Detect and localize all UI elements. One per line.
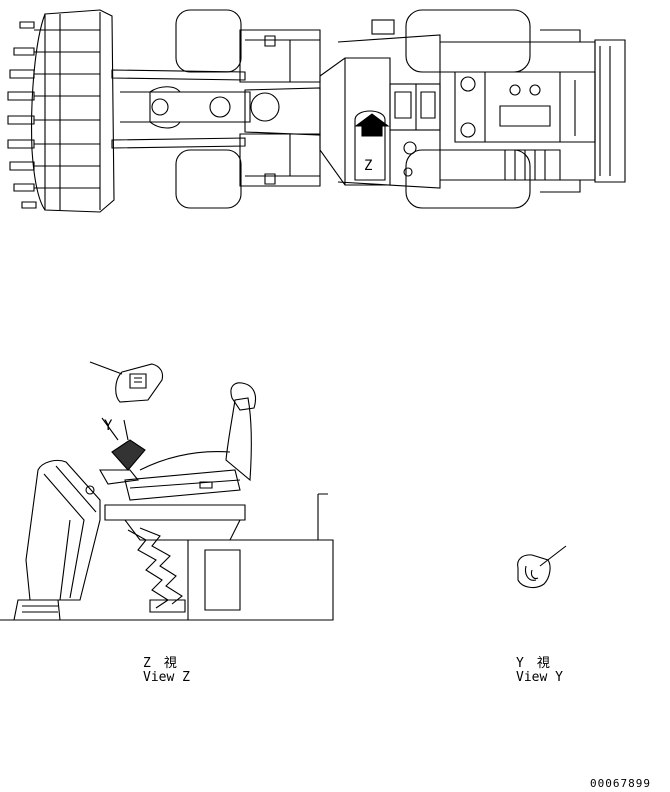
- rear-left-tire: [405, 9, 531, 73]
- front-right-tire: [175, 149, 242, 209]
- rear-right-tire: [405, 149, 531, 209]
- view-y-detail: [517, 545, 567, 589]
- operator-seat-outline: [354, 110, 386, 181]
- pointer-marker-y: Y: [104, 418, 113, 434]
- steering-tower: [13, 459, 101, 621]
- view-z-caption-en: View Z: [143, 670, 190, 685]
- cab-floor-panel: [389, 83, 441, 131]
- counterweight: [594, 39, 626, 183]
- view-y-caption-jp: Y 視: [516, 656, 550, 671]
- view-z-caption-jp: Z 視: [143, 656, 177, 671]
- view-z-side-drawing: [0, 361, 334, 621]
- rear-frame: [440, 29, 626, 193]
- cab-area: [319, 19, 441, 189]
- front-frame: [239, 29, 321, 187]
- lift-arms: [111, 69, 280, 149]
- tower-base: [13, 599, 61, 621]
- wheel-loader-top-view: [7, 9, 626, 213]
- rear-console: [187, 493, 334, 621]
- operator-seat: [124, 382, 257, 501]
- bucket: [7, 9, 115, 213]
- front-left-tire: [175, 9, 242, 73]
- view-y-caption-en: View Y: [516, 670, 563, 685]
- seat-suspension: [104, 504, 246, 613]
- armrest-control: [99, 439, 146, 485]
- arrow-marker-z: Z: [364, 158, 372, 174]
- drawing-number: 00067899: [590, 777, 651, 790]
- monitor-panel-detail: [89, 361, 164, 403]
- view-y-pointer: [101, 417, 129, 441]
- view-z-arrow: [354, 113, 390, 137]
